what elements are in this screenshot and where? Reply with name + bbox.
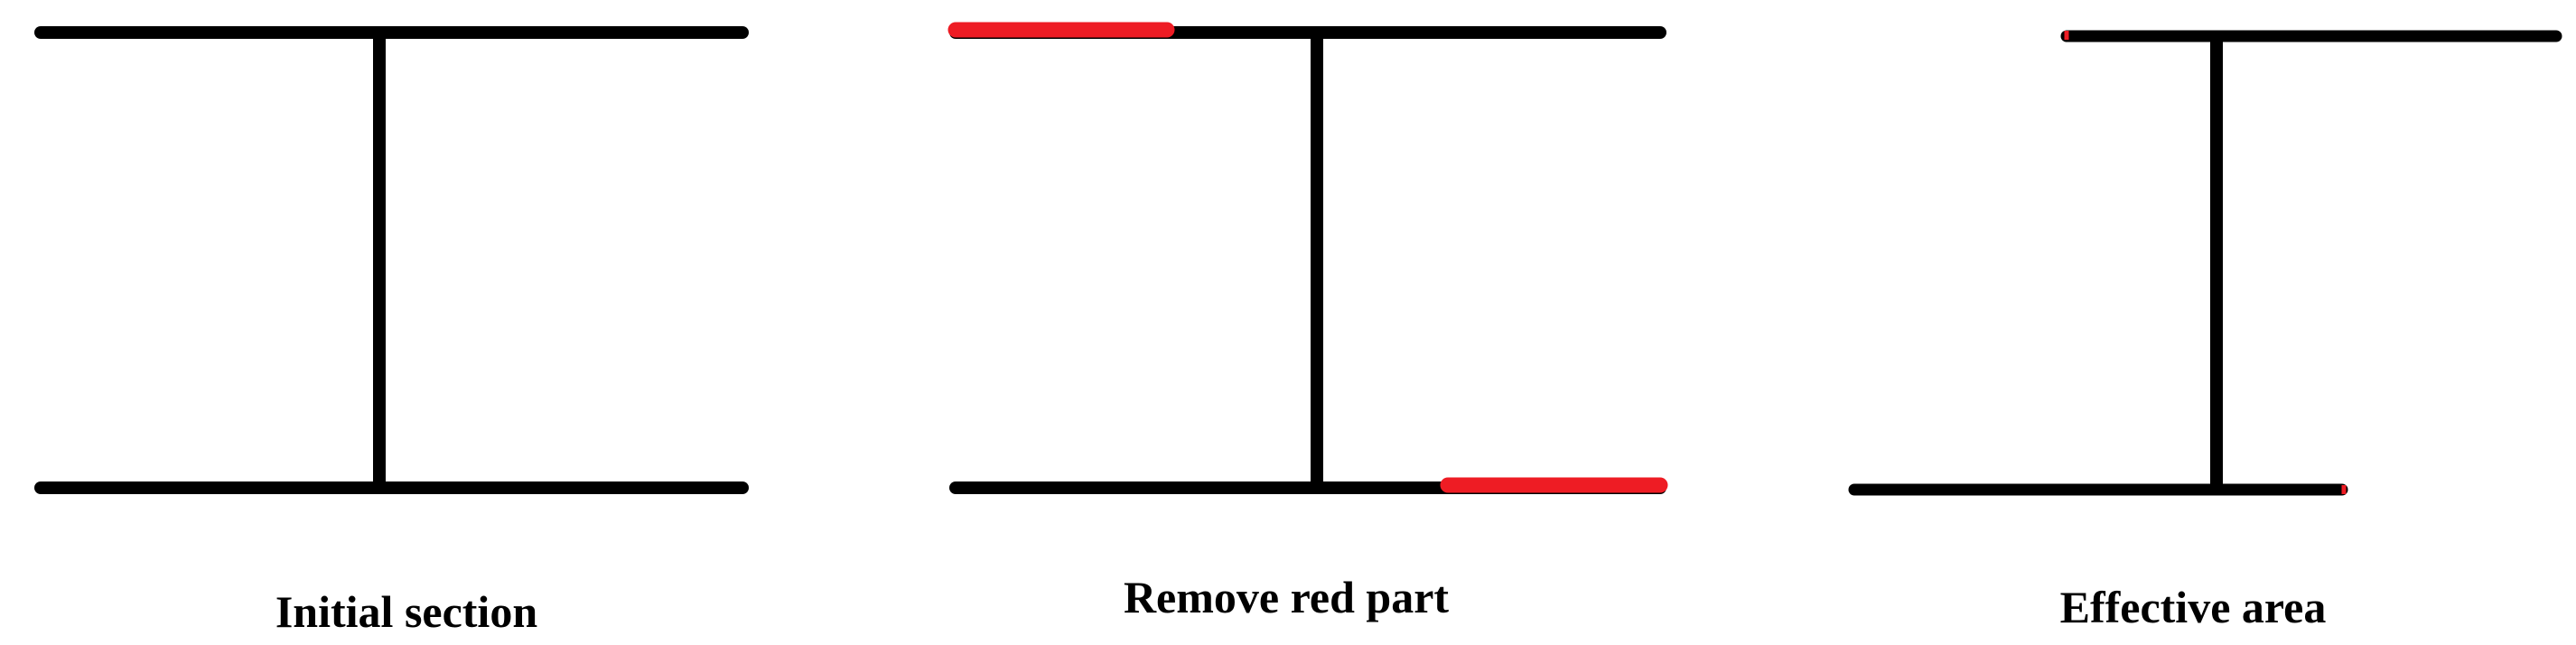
initial-section-shape <box>34 26 749 494</box>
caption-initial-section: Initial section <box>275 586 538 637</box>
remove-section-shape <box>947 22 1668 494</box>
caption-remove-red-part: Remove red part <box>1123 572 1450 622</box>
effective-section-shape <box>1848 30 2562 496</box>
caption-effective-area: Effective area <box>2059 582 2327 632</box>
